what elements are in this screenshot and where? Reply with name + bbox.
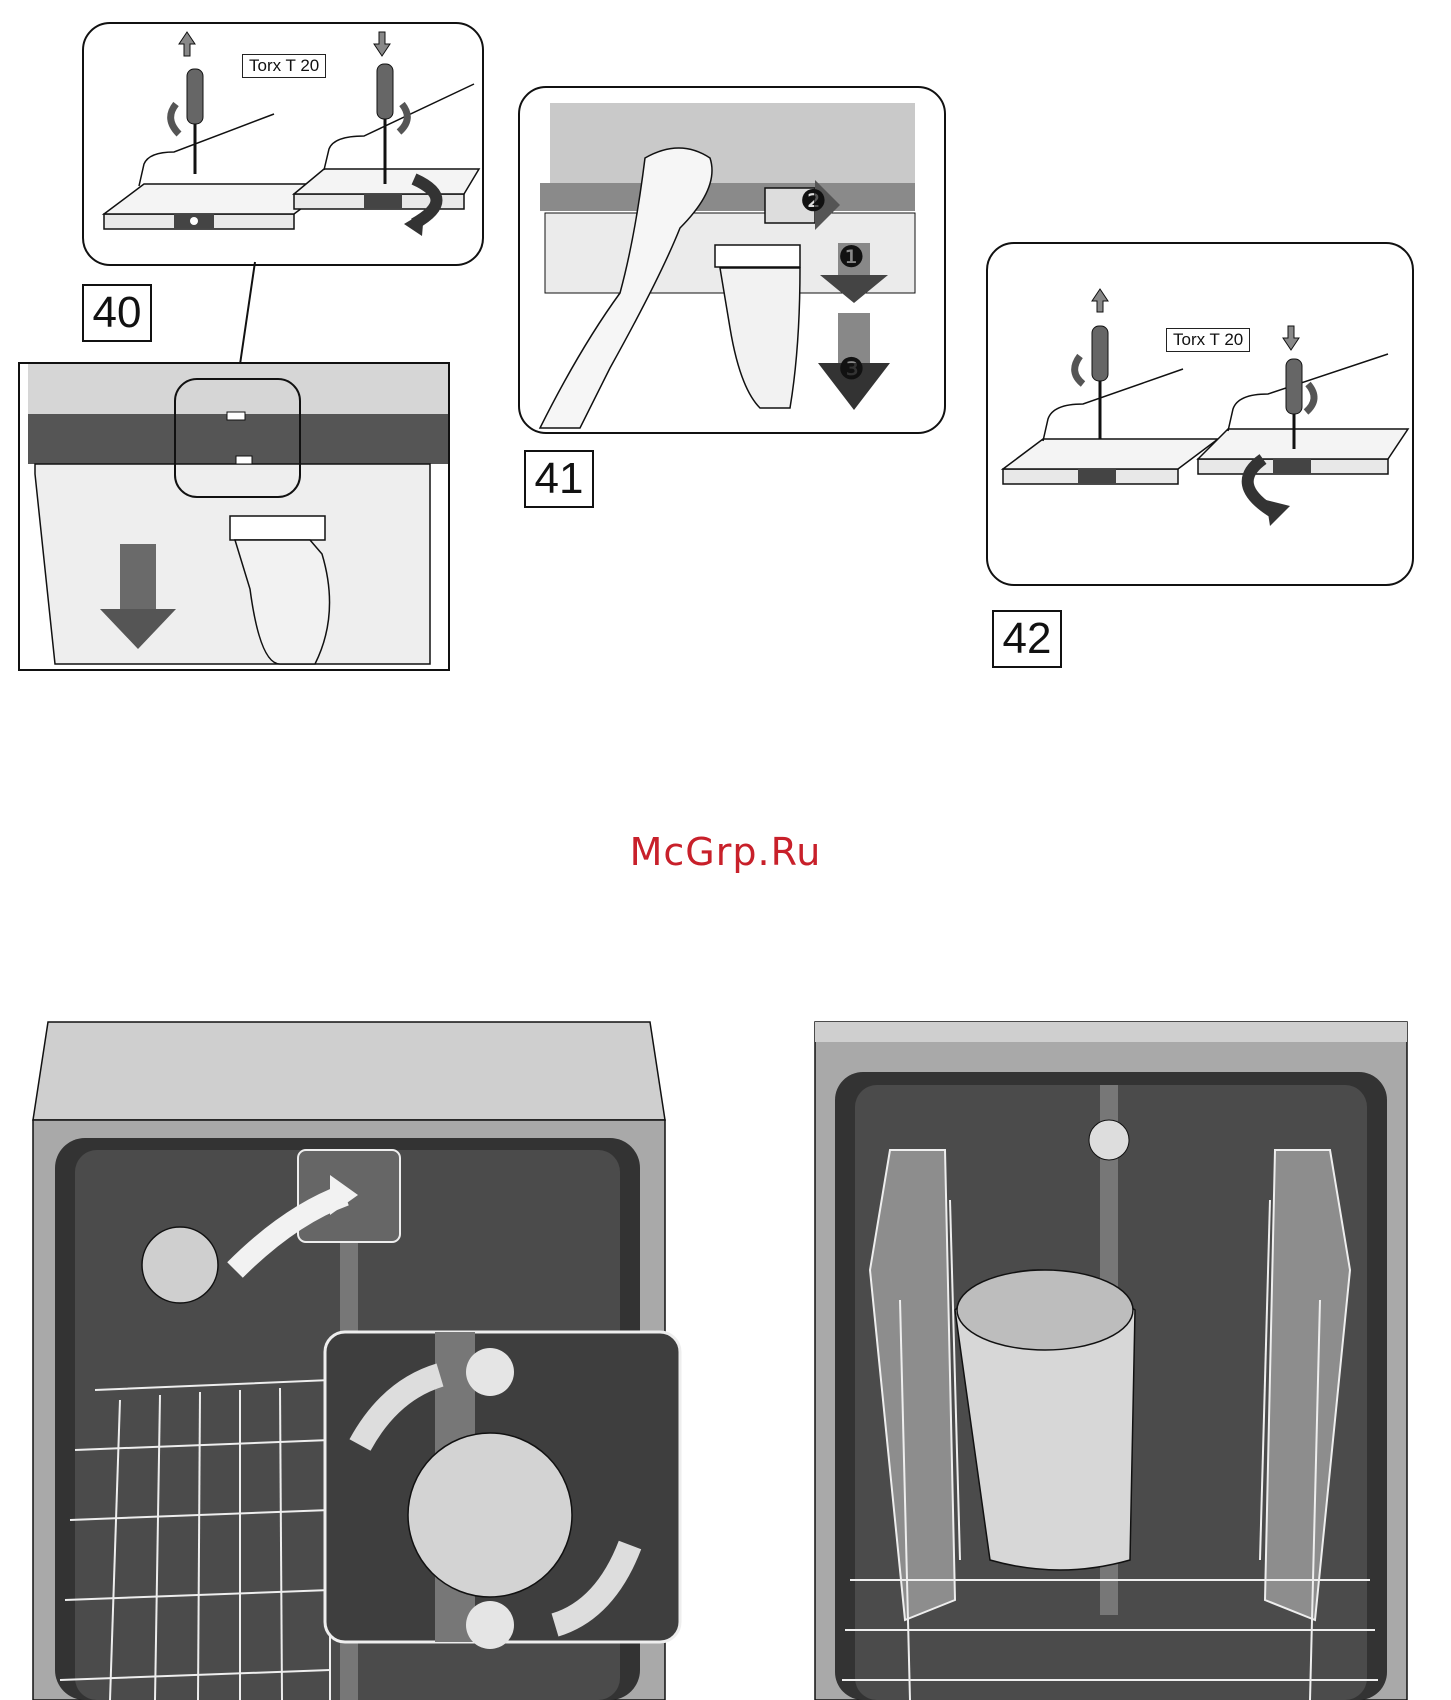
fig42-panel: Torx T 20: [986, 242, 1414, 586]
fig40-door-illustration: [20, 364, 448, 669]
fig41-number: 41: [524, 450, 594, 508]
fig41-door-illustration: [520, 88, 944, 432]
fig40-torx-label: Torx T 20: [242, 54, 326, 78]
fig40-number: 40: [82, 284, 152, 342]
fig41-step-marker-2: ❷: [800, 184, 827, 219]
fig42-torx-label: Torx T 20: [1166, 328, 1250, 352]
fig41-step-marker-3: ❸: [838, 352, 865, 387]
fig42-number: 42: [992, 610, 1062, 668]
fig41-panel: ❷ ❶ ❸: [518, 86, 946, 434]
fig41-step-marker-1: ❶: [838, 240, 865, 275]
watermark: McGrp.Ru: [0, 830, 1451, 874]
fig40-detail-panel: Torx T 20: [82, 22, 484, 266]
fig42-screw-illustration: [988, 244, 1412, 584]
fig40-main-panel: [18, 362, 450, 671]
